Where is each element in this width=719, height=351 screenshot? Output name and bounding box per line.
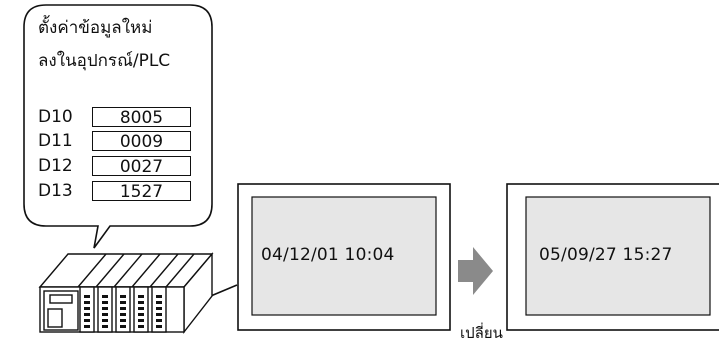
arrow-caption: เปลี่ยน [460, 324, 503, 342]
right-arrow-icon [458, 247, 493, 295]
register-label-d13: D13 [38, 181, 73, 201]
screen-after-datetime: 05/09/27 15:27 [539, 245, 673, 265]
register-value-d13: 1527 [92, 181, 191, 202]
bubble-title-line2: ลงในอุปกรณ์/PLC [38, 51, 171, 71]
screen-after-frame [506, 183, 719, 331]
register-value-d12: 0027 [92, 156, 191, 177]
register-value-d10: 8005 [92, 107, 191, 128]
register-value-d11: 0009 [92, 131, 191, 152]
screen-before-datetime: 04/12/01 10:04 [261, 245, 395, 265]
bubble-title-line1: ตั้งค่าข้อมูลใหม่ [38, 18, 153, 38]
register-label-d11: D11 [38, 131, 73, 151]
screen-before-frame [237, 183, 451, 331]
register-label-d10: D10 [38, 107, 73, 127]
register-label-d12: D12 [38, 156, 73, 176]
